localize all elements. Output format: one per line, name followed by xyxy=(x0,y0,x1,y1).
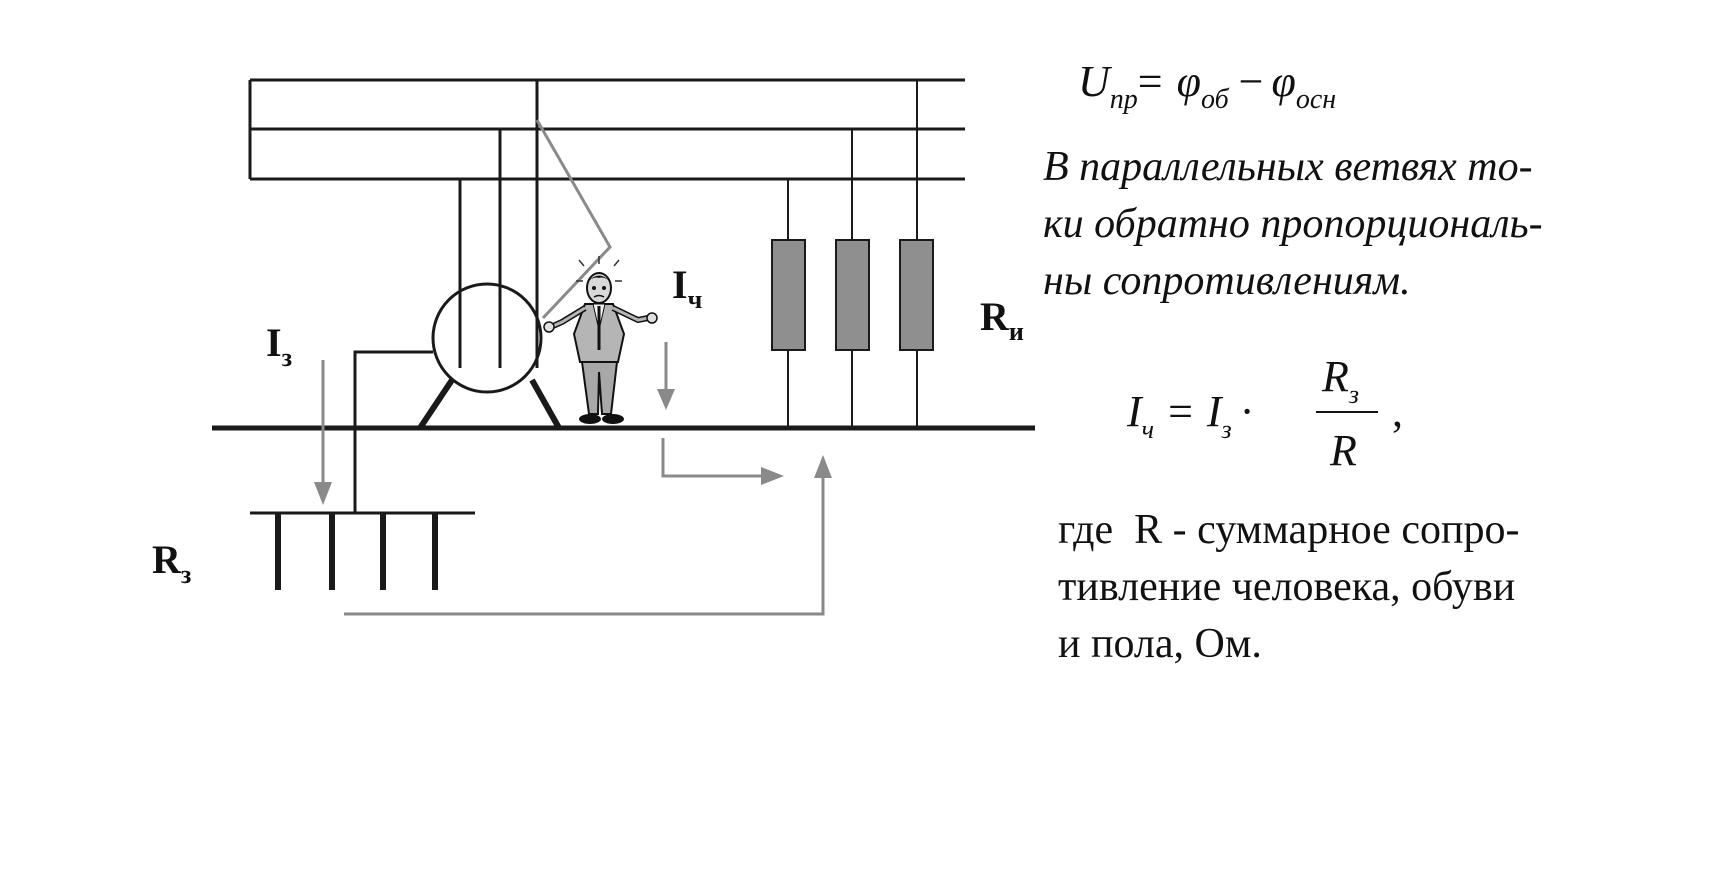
label-ground-current-main: I xyxy=(266,320,282,365)
motor-leg-right xyxy=(529,378,562,430)
statement-line-1: В параллельных ветвях то- xyxy=(1043,144,1533,190)
label-ground-resistance-sub: з xyxy=(181,560,191,589)
label-ground-resistance: Rз xyxy=(152,537,191,589)
current-arrows xyxy=(314,342,832,616)
person-arm-left-sleeve xyxy=(552,306,586,328)
alarm-lines xyxy=(576,256,622,282)
formula-touch-voltage: Uпр=φоб−φосн xyxy=(1078,57,1336,115)
resistor-2 xyxy=(835,239,870,351)
fv-phi2: φ xyxy=(1272,57,1296,106)
person-hand-right xyxy=(646,312,658,324)
fv-phi2-sub: осн xyxy=(1296,84,1336,115)
fi-num-main: R xyxy=(1321,352,1349,401)
floor-return-path xyxy=(661,438,762,478)
explanation-line-3: и пола, Ом. xyxy=(1058,621,1262,667)
explanation-line-2: тивление человека, обуви xyxy=(1058,564,1515,610)
fi-comma: , xyxy=(1392,387,1403,436)
earth-return-path xyxy=(344,478,825,616)
person-eye-right xyxy=(602,286,606,290)
explanation-line-1: где R - суммарное сопро- xyxy=(1058,507,1519,553)
fi-num-sub: з xyxy=(1348,380,1359,409)
person-shoe-right xyxy=(602,414,624,424)
person-eye-left xyxy=(592,286,596,290)
fv-minus: − xyxy=(1239,57,1264,106)
resistor-3 xyxy=(899,239,934,351)
person-figure xyxy=(543,256,658,424)
insulation-resistors xyxy=(771,80,934,428)
fv-lhs: U xyxy=(1078,57,1113,106)
fi-numerator: Rз xyxy=(1321,352,1359,409)
statement-block: В параллельных ветвях то- ки обратно про… xyxy=(1043,144,1543,304)
fi-eq: = xyxy=(1168,387,1193,436)
person-shoe-left xyxy=(579,414,601,424)
label-ground-resistance-main: R xyxy=(152,537,182,582)
human-current-arrowhead xyxy=(657,389,675,410)
motor-taps xyxy=(458,80,539,368)
fv-phi1-sub: об xyxy=(1201,84,1230,115)
breakdown-path xyxy=(535,119,612,320)
person-legs xyxy=(580,361,619,415)
formula-human-current: Iч = Iз · Rз R , xyxy=(1126,352,1403,475)
statement-line-3: ны сопротивлениям. xyxy=(1043,258,1411,304)
resistor-1 xyxy=(771,239,806,351)
person-arm-right-sleeve xyxy=(612,306,649,322)
ground-electrode xyxy=(250,511,475,590)
person-mouth xyxy=(593,294,605,298)
earth-return-arrowhead xyxy=(814,455,832,478)
fi-dot: · xyxy=(1240,387,1255,436)
motor-circle xyxy=(431,282,543,394)
fv-eq: = xyxy=(1138,57,1163,106)
ground-current-arrowhead xyxy=(314,482,332,505)
label-insulation-resistance: Rи xyxy=(980,294,1024,346)
fi-denominator: R xyxy=(1329,426,1357,475)
power-lines xyxy=(248,78,965,181)
person-hand-left xyxy=(543,321,555,333)
fi-factor: I xyxy=(1206,387,1224,436)
alarm-line-1 xyxy=(578,259,585,267)
fv-phi1: φ xyxy=(1177,57,1201,106)
label-insulation-resistance-main: R xyxy=(980,294,1010,339)
fv-lhs-sub: пр xyxy=(1110,84,1138,115)
circuit-labels: Iз Iч Rз Rи xyxy=(152,262,1024,589)
floor-return-arrowhead xyxy=(761,467,784,485)
alarm-line-2 xyxy=(613,259,620,267)
label-ground-current-sub: з xyxy=(282,343,292,372)
housing-ground-conductor xyxy=(353,350,433,513)
label-human-current-main: I xyxy=(672,262,688,307)
person-hair xyxy=(587,275,611,283)
explanation-block: где R - суммарное сопро- тивление челове… xyxy=(1058,507,1519,667)
fi-lhs: I xyxy=(1126,387,1144,436)
label-ground-current: Iз xyxy=(266,320,292,372)
label-insulation-resistance-sub: и xyxy=(1009,317,1024,346)
motor-housing xyxy=(417,282,562,430)
label-human-current: Iч xyxy=(672,262,702,314)
fi-lhs-sub: ч xyxy=(1142,415,1154,444)
motor-leg-left xyxy=(417,378,455,430)
fi-left: Iч = Iз · xyxy=(1126,387,1254,444)
statement-line-2: ки обратно пропорциональ- xyxy=(1043,201,1543,247)
fi-factor-sub: з xyxy=(1221,415,1232,444)
label-human-current-sub: ч xyxy=(688,285,703,314)
